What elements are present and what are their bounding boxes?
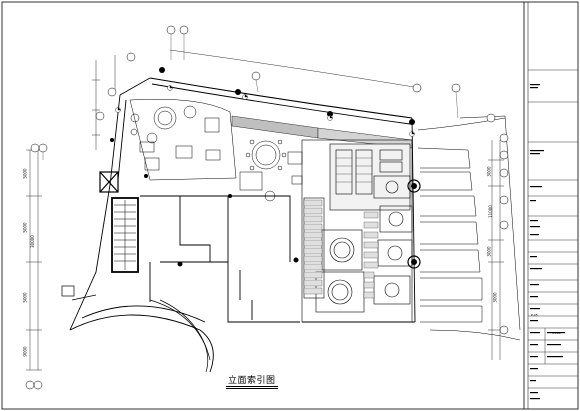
drawing-title-underline — [226, 386, 278, 388]
dimension-lines-left — [26, 55, 116, 371]
drawing-title-underline-2 — [226, 388, 278, 389]
dimension-left-2: 5000 — [22, 222, 28, 233]
dimension-right-4: 3000 — [492, 292, 498, 303]
south-walls — [61, 285, 211, 373]
elevation-markers — [115, 85, 415, 137]
structural-columns — [110, 67, 417, 267]
title-block-text — [530, 84, 565, 400]
exterior-strips — [417, 115, 521, 341]
round-table-room — [239, 139, 303, 202]
dimension-right-3: 3000 — [486, 246, 492, 257]
private-rooms — [301, 139, 413, 323]
dimension-right-1: 3000 — [486, 166, 492, 177]
dimension-right-2: 11000 — [487, 205, 493, 218]
east-columns — [407, 179, 421, 269]
elevator — [99, 171, 119, 193]
scale-value: 1:100 — [552, 331, 561, 335]
title-block — [528, 69, 578, 389]
grid-bubbles — [25, 25, 509, 390]
sheet-number: P-05 — [531, 313, 538, 317]
drawing-title: 立面索引图 — [228, 376, 276, 386]
dimension-left-3: 30000 — [29, 235, 35, 248]
grid-leaders — [42, 34, 459, 160]
stone-floor — [303, 199, 379, 299]
dimension-left-1: 5000 — [22, 168, 28, 179]
stair-core — [111, 197, 139, 273]
dimension-lines-right — [488, 140, 504, 360]
dimension-left-5: 9000 — [22, 346, 28, 357]
dimension-left-4: 5000 — [22, 292, 28, 303]
dining-area-left — [129, 98, 237, 181]
grid-arc — [169, 49, 421, 89]
